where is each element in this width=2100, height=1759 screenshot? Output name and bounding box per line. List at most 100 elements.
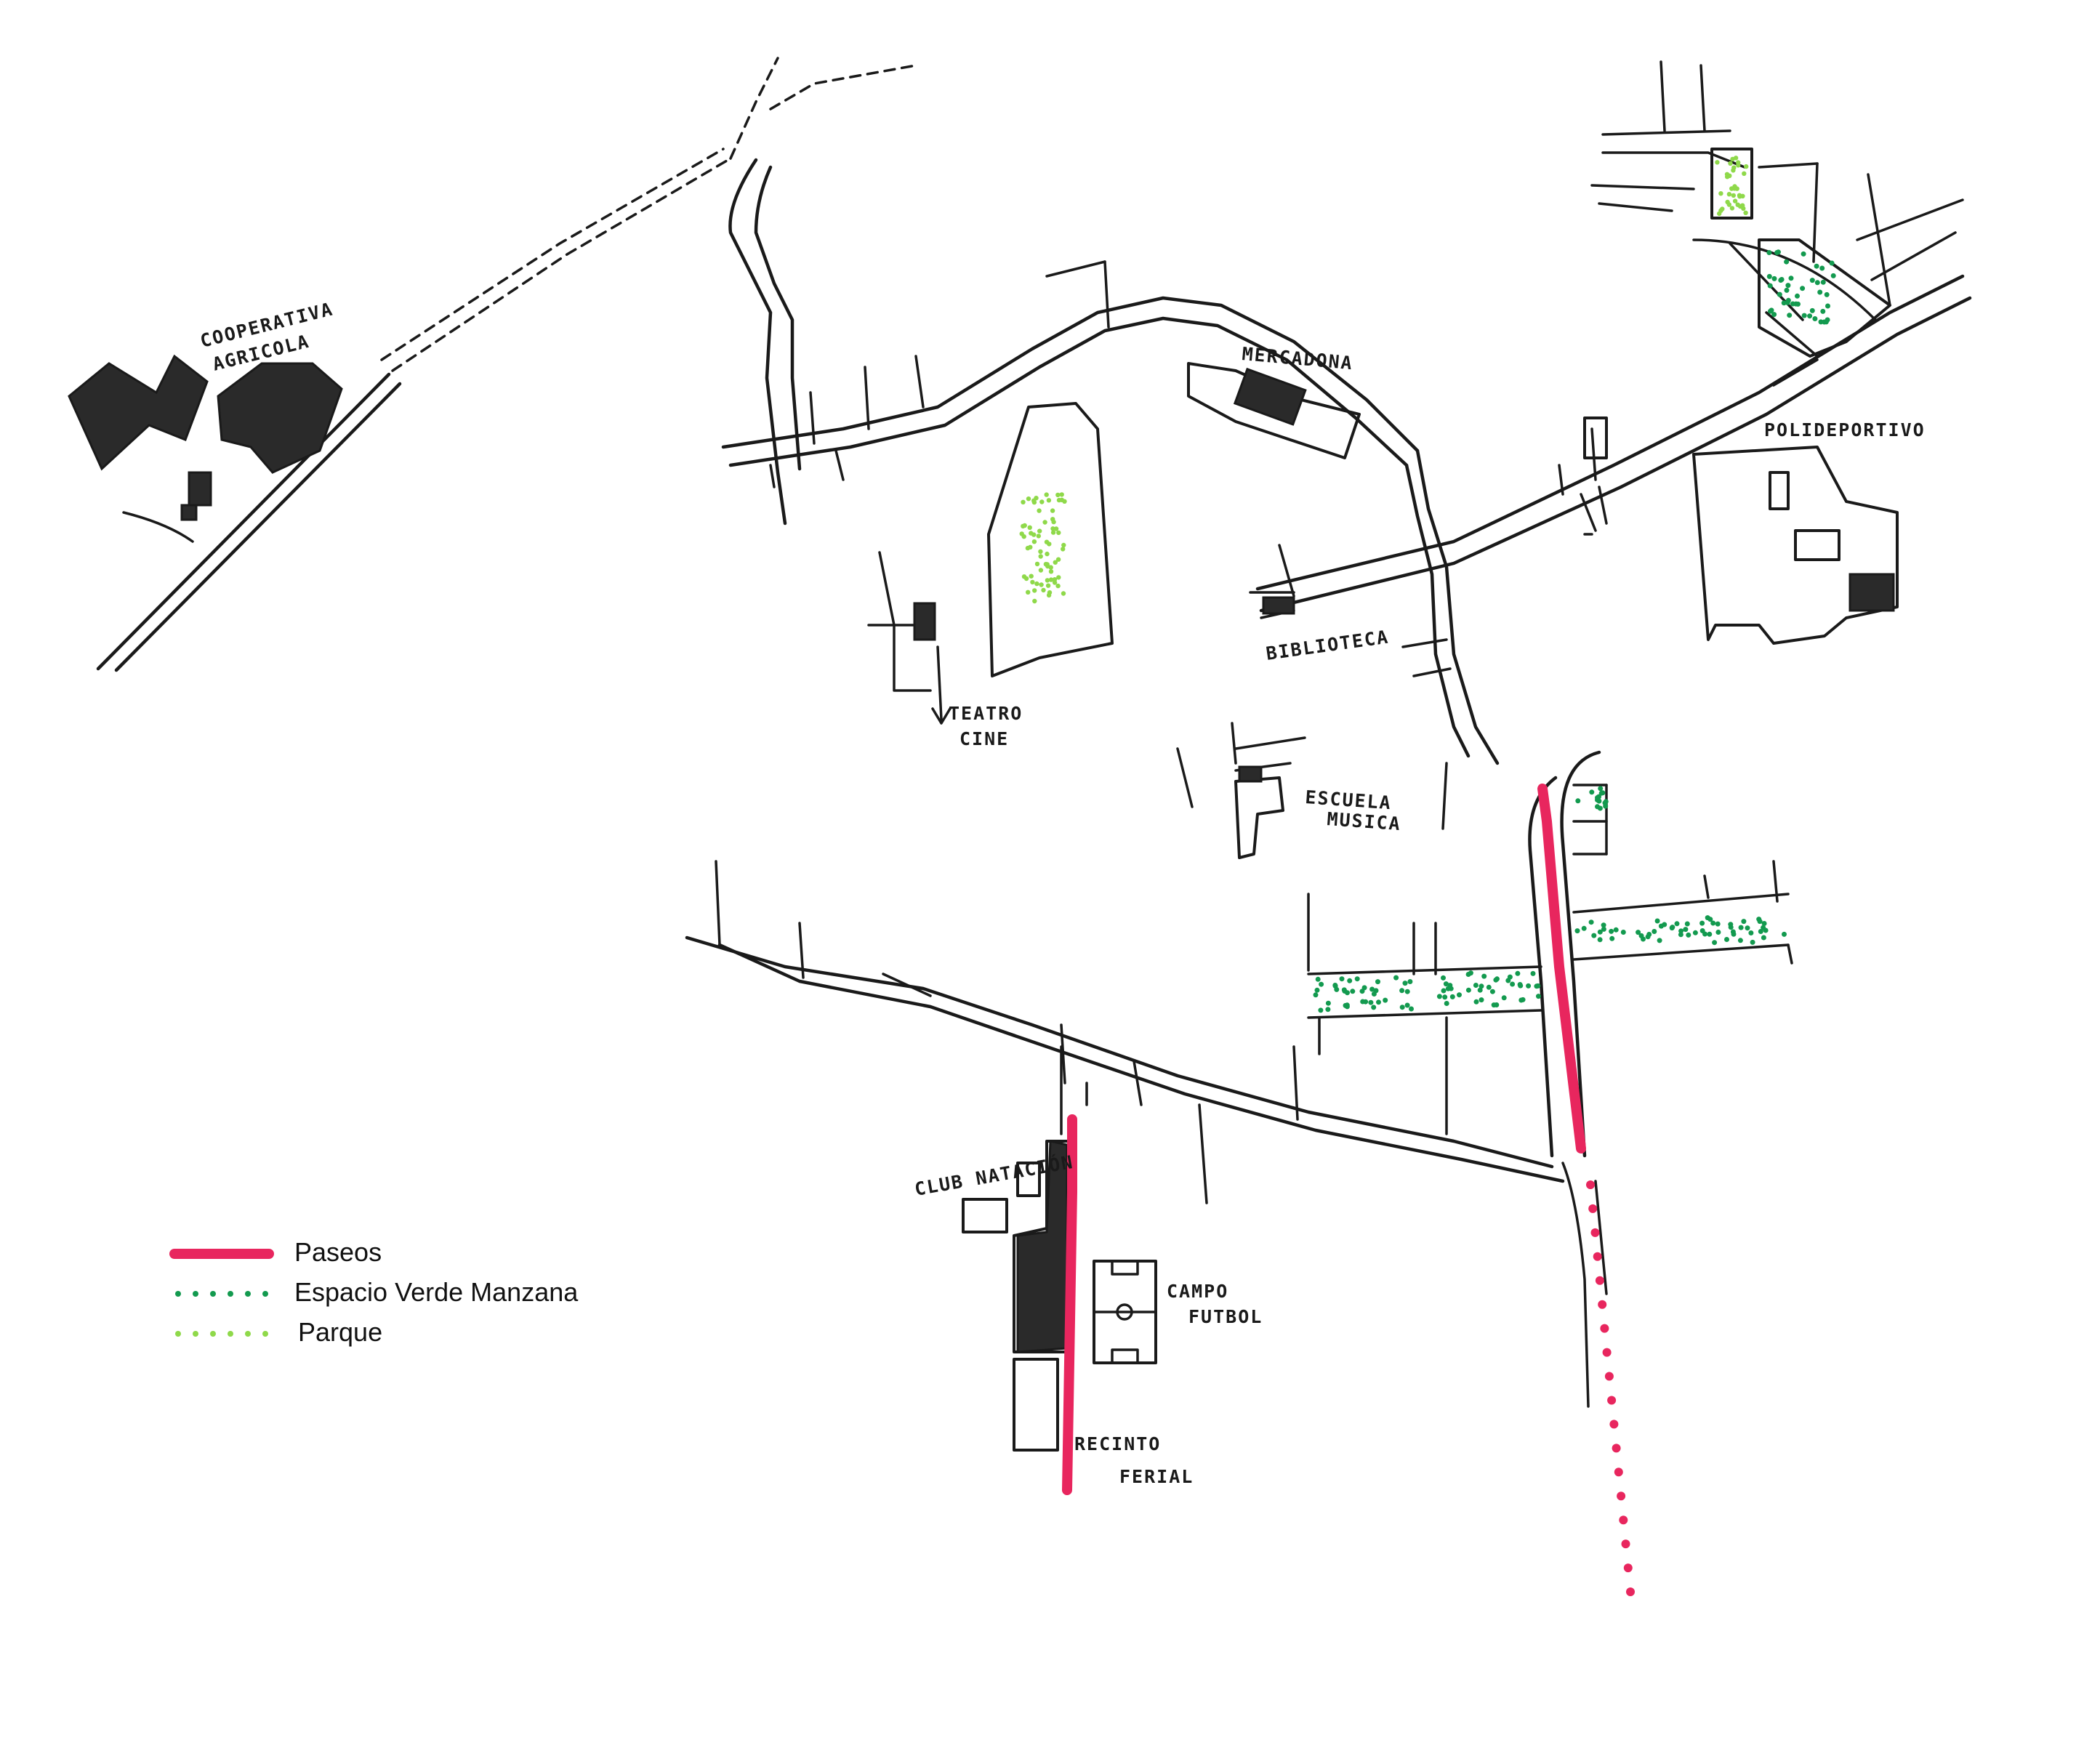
parque-dot [1731, 186, 1737, 191]
manzana-dot [1692, 930, 1698, 935]
street-ne [1601, 129, 1731, 136]
espacio-verde-manzana-areas [1313, 249, 1836, 1013]
building-polideportivo-hatch [1848, 573, 1895, 612]
manzana-dot [1530, 970, 1536, 976]
manzana-dot [1646, 932, 1652, 937]
manzana-dot [1596, 798, 1602, 804]
block-park [987, 402, 1114, 677]
manzana-dot [1361, 985, 1367, 991]
parque-dot [1019, 531, 1024, 536]
manzana-dot [1699, 928, 1705, 933]
manzana-dot [1393, 975, 1399, 981]
street-ne [1870, 231, 1957, 281]
manzana-dot [1613, 927, 1619, 933]
manzana-dot [1589, 789, 1595, 795]
paseo-dot [1600, 1324, 1609, 1333]
street-upper-arc [721, 296, 1420, 453]
parque-dot [1048, 577, 1054, 582]
street-ne [1765, 311, 1819, 358]
paseo-dot [1617, 1492, 1626, 1501]
parque-dot [1737, 194, 1742, 199]
street-stub [893, 624, 932, 692]
manzana-dot [1820, 279, 1826, 285]
parque-dot [1055, 557, 1061, 562]
paseo-dot [1595, 1276, 1604, 1285]
parque-dot [1046, 498, 1052, 503]
manzana-dot [1767, 283, 1773, 289]
street-block [1307, 965, 1542, 975]
manzana-dot [1368, 999, 1374, 1005]
street-stub [122, 511, 194, 543]
parque-areas [1019, 156, 1749, 604]
street-stub [1045, 260, 1106, 278]
manzana-dot [1820, 308, 1826, 314]
manzana-dot [1731, 931, 1737, 937]
manzana-dot [1784, 259, 1790, 265]
street-stub [1060, 1023, 1066, 1084]
manzana-dot [1678, 932, 1683, 938]
building-cooperativa-3 [188, 471, 212, 507]
street-stub [1234, 736, 1306, 750]
manzana-dot [1724, 937, 1729, 942]
paseo-recinto-ferial [1062, 1114, 1077, 1495]
parque-dot [1044, 492, 1049, 497]
legend-dot [262, 1291, 268, 1297]
parque-dot [1715, 160, 1720, 165]
parque-dot [1030, 579, 1035, 585]
street-central-spine-edge [1404, 463, 1471, 758]
manzana-dot [1830, 273, 1836, 278]
street-paseo-west-edge [1528, 776, 1558, 1158]
manzana-dot [1795, 301, 1801, 307]
parque-dot [1031, 539, 1037, 544]
parque-dot [1053, 526, 1059, 531]
street-ne [1601, 151, 1746, 169]
manzana-dot [1781, 300, 1787, 306]
legend-dot [228, 1331, 233, 1337]
block-ne-park [1710, 148, 1753, 220]
manzana-dot [1741, 919, 1747, 925]
manzana-dot [1825, 317, 1830, 323]
parque-dot [1729, 206, 1735, 211]
manzana-dot [1535, 983, 1541, 989]
legend-swatch-manzana [175, 1291, 268, 1297]
building-escuela-hatch [1238, 765, 1263, 783]
parque-dot [1021, 574, 1027, 579]
manzana-dot [1436, 994, 1442, 999]
manzana-dot [1354, 976, 1360, 982]
manzana-dot [1809, 278, 1815, 283]
manzana-dot [1766, 250, 1772, 255]
street-cooperativa-road-edge [114, 382, 402, 672]
building-club-natacion-small [1016, 1162, 1041, 1197]
legend-dot [262, 1331, 268, 1337]
manzana-dot [1776, 249, 1781, 255]
manzana-dot [1479, 997, 1484, 1003]
legend-swatch-parque [175, 1331, 268, 1337]
manzana-dot [1443, 981, 1449, 987]
legend-dot [210, 1331, 216, 1337]
street-stub [1133, 1060, 1143, 1106]
building-recinto-ferial [1013, 1358, 1059, 1452]
manzana-dot [1409, 1006, 1414, 1012]
parque-dot [1717, 211, 1722, 217]
manzana-dot [1745, 925, 1750, 931]
paseo-dot [1598, 1300, 1607, 1309]
dashed-path-2 [380, 148, 725, 361]
manzana-dot [1404, 1002, 1410, 1008]
manzana-dot [1801, 313, 1807, 318]
street-ne [1812, 162, 1819, 263]
legend-dot [245, 1331, 251, 1337]
teatro-pointer-line [936, 645, 943, 721]
manzana-dot [1574, 928, 1580, 934]
parque-dot [1041, 587, 1046, 593]
parque-dot [1731, 165, 1737, 170]
parque-dot [1037, 528, 1042, 534]
label-recinto-1: RECINTO [1074, 1433, 1161, 1454]
manzana-dot [1777, 291, 1782, 297]
manzana-dot [1707, 931, 1713, 937]
street-south-extension [1561, 1162, 1590, 1408]
manzana-dot [1371, 1005, 1377, 1010]
manzana-dot [1782, 931, 1787, 937]
manzana-dot [1768, 308, 1773, 314]
manzana-dot [1620, 930, 1626, 935]
parque-dot [1037, 508, 1042, 513]
